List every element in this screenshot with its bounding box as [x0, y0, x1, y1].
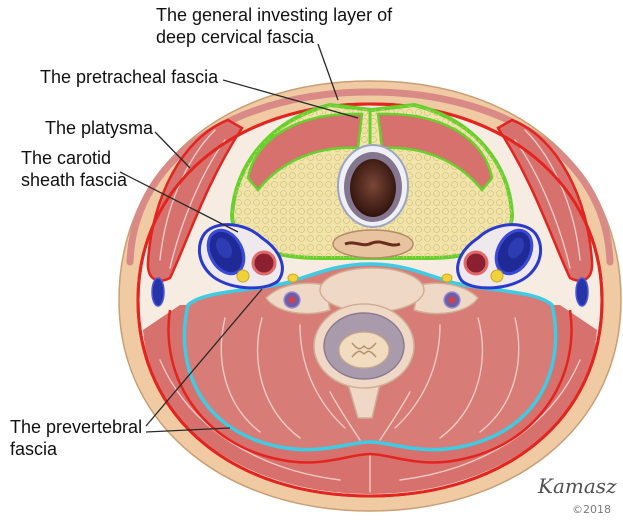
label-prevertebral-fascia: The prevertebral fascia	[10, 416, 142, 460]
label-pretracheal-fascia: The pretracheal fascia	[40, 66, 218, 88]
external-jugular-vein-left	[152, 278, 164, 306]
sympathetic-trunk-right	[442, 274, 452, 282]
vagus-nerve-left	[237, 270, 249, 282]
label-line: fascia	[10, 438, 142, 460]
label-line: The platysma	[45, 117, 153, 139]
label-line: sheath fascia	[21, 169, 127, 191]
common-carotid-artery-right	[465, 252, 487, 274]
trachea	[338, 145, 408, 227]
vertebral-artery-right	[444, 292, 460, 308]
vagus-nerve-right	[491, 270, 503, 282]
label-carotid-sheath-fascia: The carotid sheath fascia	[21, 147, 127, 191]
esophagus	[333, 230, 413, 258]
label-line: The carotid	[21, 147, 127, 169]
label-platysma: The platysma	[45, 117, 153, 139]
label-investing-layer: The general investing layer of deep cerv…	[156, 4, 392, 48]
label-line: The general investing layer of	[156, 4, 392, 26]
common-carotid-artery-left	[253, 252, 275, 274]
label-line: The pretracheal fascia	[40, 66, 218, 88]
copyright-year: ©2018	[572, 503, 611, 516]
vertebral-artery-left	[284, 292, 300, 308]
label-line: The prevertebral	[10, 416, 142, 438]
artist-signature: Kamasz	[537, 474, 617, 498]
sympathetic-trunk-left	[288, 274, 298, 282]
label-line: deep cervical fascia	[156, 26, 392, 48]
external-jugular-vein-right	[576, 278, 588, 306]
spinal-cord	[339, 332, 389, 368]
